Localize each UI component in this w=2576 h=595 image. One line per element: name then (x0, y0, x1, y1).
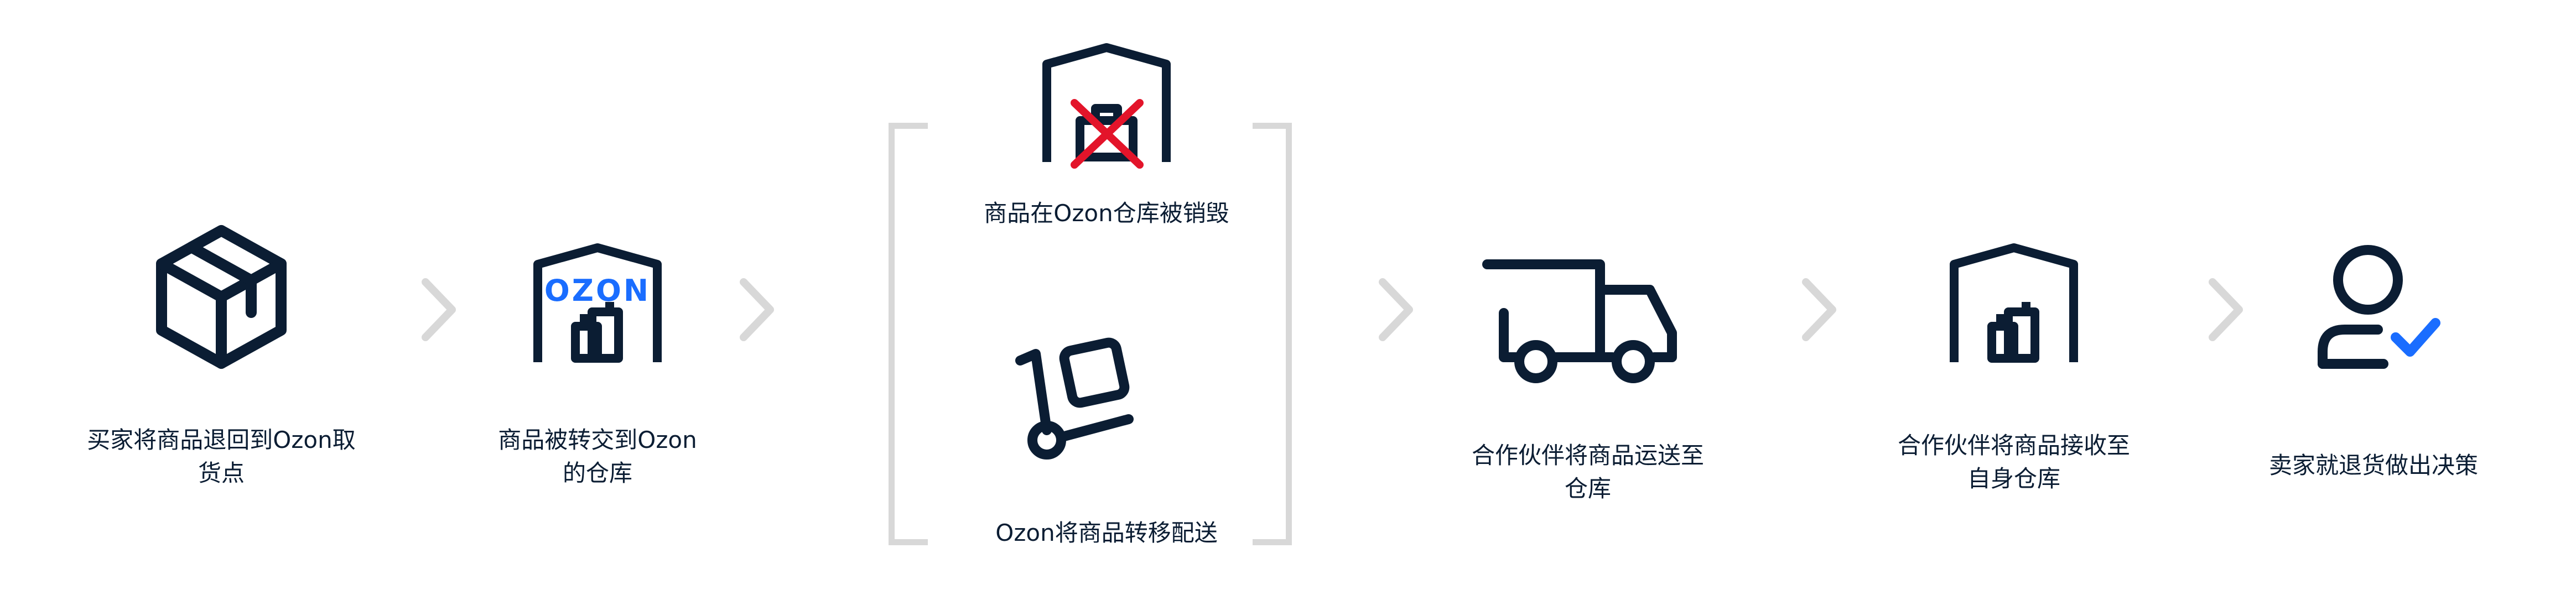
package-icon (156, 225, 287, 369)
step-1-label: 买家将商品退回到Ozon取 货点 (87, 426, 356, 487)
warehouse-destroyed-icon (1042, 43, 1171, 169)
step-4-label: 合作伙伴将商品运送至 仓库 (1471, 442, 1704, 502)
group-bracket-right (1253, 123, 1292, 545)
user-check-icon (2318, 245, 2440, 369)
chevron-right-icon (740, 278, 774, 341)
warehouse-icon (1950, 243, 2078, 363)
step-6-label: 卖家就退货做出决策 (2268, 452, 2478, 479)
chevron-right-icon (1802, 278, 1836, 341)
chevron-right-icon (2209, 278, 2243, 341)
step-5-label: 合作伙伴将商品接收至 自身仓库 (1897, 432, 2130, 492)
ozon-warehouse-icon (533, 243, 662, 363)
group-bracket-left (889, 123, 928, 545)
step-2-label: 商品被转交到Ozon 的仓库 (498, 426, 697, 487)
ozon-logo: OZON (544, 273, 651, 308)
step-3a-label: 商品在Ozon仓库被销毁 (984, 200, 1229, 227)
step-3b-label: Ozon将商品转移配送 (995, 519, 1218, 546)
hand-truck-icon (1015, 337, 1134, 460)
truck-icon (1482, 259, 1677, 383)
chevron-right-icon (422, 278, 456, 341)
chevron-right-icon (1379, 278, 1413, 341)
